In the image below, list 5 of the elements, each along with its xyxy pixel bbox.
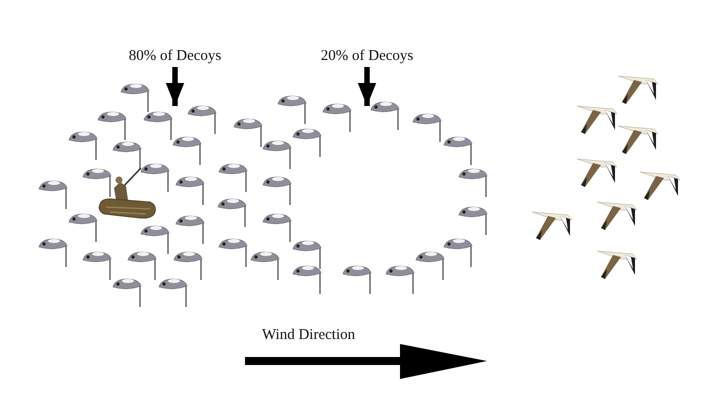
- arrow-label: Wind Direction: [262, 327, 356, 344]
- callout-text: 80% of Decoys: [118, 48, 232, 65]
- arrow: [358, 67, 376, 106]
- arrow: [166, 67, 184, 106]
- callout-text: 20% of Decoys: [310, 48, 424, 65]
